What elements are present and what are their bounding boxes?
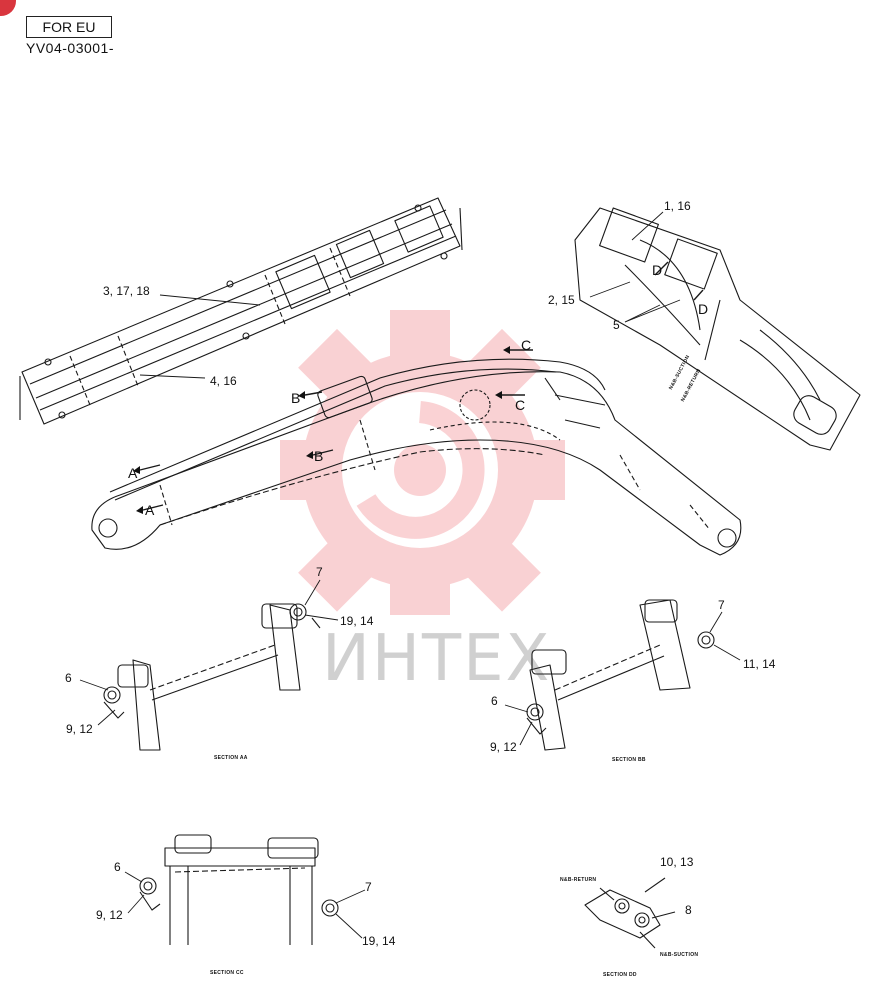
- main-boom: [91, 358, 742, 556]
- section-bb-title: SECTION BB: [612, 757, 646, 763]
- watermark-text: ИНТЕХ: [322, 622, 552, 696]
- callout-cc-nineteen: 19, 14: [362, 934, 396, 948]
- callout-arm-upper: 3, 17, 18: [103, 284, 150, 298]
- callout-bb-seven: 7: [718, 598, 725, 612]
- callout-view-b-bottom: B: [314, 448, 324, 464]
- callout-dd-eight: 8: [685, 903, 692, 917]
- callout-aa-nineteen: 19, 14: [340, 614, 374, 628]
- callout-view-b-top: B: [291, 390, 301, 406]
- callout-cc-nine: 9, 12: [96, 908, 123, 922]
- region-label-box: FOR EU: [26, 16, 112, 38]
- callout-view-c-bottom: C: [515, 397, 526, 413]
- callout-bb-six: 6: [491, 694, 498, 708]
- callout-bb-nine: 9, 12: [490, 740, 517, 754]
- callout-box-top: 1, 16: [664, 199, 691, 213]
- watermark-gear-logo: [280, 310, 565, 615]
- callout-view-a-bottom: A: [145, 502, 155, 518]
- section-aa-title: SECTION AA: [214, 755, 248, 761]
- arm-assembly: [19, 197, 463, 425]
- section-bb-drawing: [526, 599, 715, 751]
- callout-dd-ten: 10, 13: [660, 855, 694, 869]
- label-nb-suction-dd: N&B-SUCTION: [660, 952, 699, 958]
- callout-view-c-top: C: [521, 337, 532, 353]
- callout-cc-seven: 7: [365, 880, 372, 894]
- callout-bb-eleven: 11, 14: [743, 657, 776, 671]
- callout-aa-nine: 9, 12: [66, 722, 93, 736]
- section-dd-drawing: [584, 877, 676, 949]
- callout-arm-lower: 4, 16: [210, 374, 237, 388]
- turret-box-assembly: [574, 207, 861, 451]
- section-dd-title: SECTION DD: [603, 972, 637, 978]
- callout-view-d-upper: D: [652, 262, 663, 278]
- callout-view-a-left: A: [128, 465, 138, 481]
- serial-range: YV04-03001-: [26, 40, 115, 56]
- callout-aa-seven: 7: [316, 565, 323, 579]
- label-nb-return-dd: N&B-RETURN: [560, 877, 597, 883]
- section-aa-drawing: [103, 603, 321, 751]
- callout-box-five: 5: [613, 318, 620, 332]
- callout-aa-six: 6: [65, 671, 72, 685]
- section-cc-title: SECTION CC: [210, 970, 244, 976]
- callout-box-left: 2, 15: [548, 293, 575, 307]
- callout-cc-six: 6: [114, 860, 121, 874]
- section-cc-drawing: [139, 834, 339, 945]
- callout-view-d-lower: D: [698, 301, 709, 317]
